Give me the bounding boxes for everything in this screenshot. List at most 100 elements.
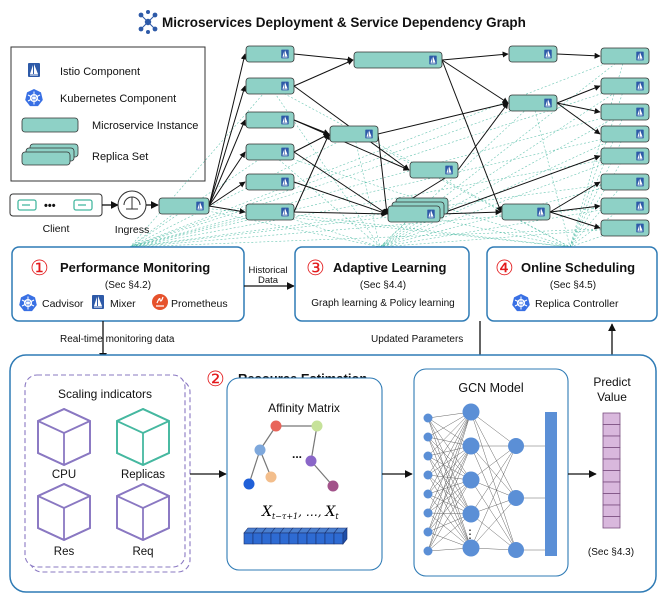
gcn-hidden-node (462, 539, 480, 557)
dependency-edge (293, 133, 330, 153)
monitoring-link (353, 133, 571, 248)
historical-data-label-2: Data (258, 275, 279, 286)
affinity-node (327, 480, 339, 492)
historical-data-label-1: Historical (248, 265, 287, 276)
formula-x2: X (324, 504, 336, 520)
monitoring-link (269, 211, 381, 248)
gcn-input-node (423, 470, 433, 480)
dependency-edge (549, 211, 601, 230)
gcn-connection (470, 411, 517, 499)
monitoring-link (129, 133, 355, 248)
microservice-instance (245, 203, 295, 221)
dependency-edge (293, 119, 330, 135)
gcn-connection (427, 445, 472, 533)
gcn-connection (427, 411, 472, 533)
formula-x1: X (261, 504, 273, 520)
gcn-network (423, 403, 545, 558)
dependency-edge (293, 151, 388, 215)
affinity-node (254, 444, 266, 456)
dependency-edges (208, 51, 601, 230)
istio-sidecar-icon (281, 177, 289, 187)
title-icon (138, 10, 158, 34)
dependency-edge (377, 133, 390, 215)
instance-body (353, 51, 443, 69)
gcn-connection (470, 445, 517, 481)
gcn-hidden-node (508, 542, 524, 558)
diagram-title: Microservices Deployment & Service Depen… (162, 15, 526, 30)
ingress-node: Ingress (115, 190, 149, 236)
istio-sidecar-icon (281, 207, 289, 217)
microservice-instance (245, 111, 295, 129)
istio-sidecar-icon (636, 51, 644, 61)
microservice-instance (329, 125, 379, 143)
gcn-output-layer (545, 412, 557, 556)
istio-sidecar-icon (281, 115, 289, 125)
gcn-model-title: GCN Model (458, 381, 523, 395)
affinity-node (311, 420, 323, 432)
gcn-hidden-node (508, 438, 524, 454)
microservice-instance (600, 103, 650, 121)
gcn-connection (470, 513, 517, 551)
tensor-cell (297, 532, 308, 545)
istio-sidecar-icon (544, 98, 552, 108)
tool-prometheus-label: Prometheus (171, 298, 228, 310)
realtime-data-label: Real-time monitoring data (60, 334, 175, 345)
istio-sidecar-icon (636, 107, 644, 117)
monitoring-link (129, 227, 626, 248)
istio-sidecar-icon (429, 55, 437, 65)
affinity-node (270, 420, 282, 432)
monitoring-link (379, 205, 626, 248)
gcn-connection (427, 411, 472, 457)
predict-cell (602, 470, 621, 483)
monitoring-link (129, 205, 626, 248)
client-dots: ••• (44, 200, 56, 212)
monitoring-link (413, 213, 571, 248)
affinity-node (243, 478, 255, 490)
req-cube-icon (116, 483, 170, 541)
monitoring-link (532, 102, 571, 248)
microservice-instance (600, 47, 650, 65)
gcn-connection (427, 417, 472, 549)
scaling-indicators-title: Scaling indicators (58, 387, 152, 401)
res-cube-icon (37, 483, 91, 541)
gcn-connection (427, 479, 472, 533)
indicator-cpu-label: CPU (52, 469, 76, 481)
adaptive-learning-title: Adaptive Learning (333, 260, 446, 275)
predict-cell (602, 424, 621, 437)
gcn-input-node (423, 527, 433, 537)
monitoring-link (129, 85, 271, 248)
online-scheduling-box: ④ Online Scheduling (Sec §4.5) Replica C… (486, 246, 658, 322)
predict-cell (602, 493, 621, 506)
microservice-instance (353, 51, 443, 69)
predict-value-group: Predict Value (Sec §4.3) (588, 375, 634, 558)
microservice-instance (508, 45, 558, 63)
legend-replica-swatch (21, 143, 79, 166)
istio-sidecar-icon (537, 207, 545, 217)
adaptive-learning-box: ③ Adaptive Learning (Sec §4.4) Graph lea… (294, 246, 470, 322)
tool-cadvisor-label: Cadvisor (42, 298, 84, 310)
microservice-instance (508, 94, 558, 112)
gcn-input-node (423, 451, 433, 461)
performance-monitoring-number: ① (30, 257, 49, 280)
client-device-icon (73, 199, 93, 211)
gcn-connection (470, 445, 517, 515)
gcn-connection (427, 417, 472, 515)
replica-set (387, 197, 449, 223)
microservice-instances (158, 45, 650, 237)
dependency-edge (439, 209, 502, 216)
gcn-input-node (423, 489, 433, 499)
gcn-connection (427, 417, 472, 447)
tensor-cell (288, 532, 299, 545)
tensor-cell (270, 532, 281, 545)
gcn-connection (427, 411, 472, 514)
online-scheduling-section: (Sec §4.5) (550, 280, 596, 291)
tensor-cell (261, 532, 272, 545)
monitoring-link (269, 85, 571, 248)
online-scheduling-number: ④ (495, 257, 514, 280)
dependency-edge (208, 85, 247, 207)
gcn-hidden-node (462, 471, 480, 489)
dependency-edge (293, 181, 388, 216)
predict-cell (602, 481, 621, 494)
dependency-edge (293, 59, 354, 87)
